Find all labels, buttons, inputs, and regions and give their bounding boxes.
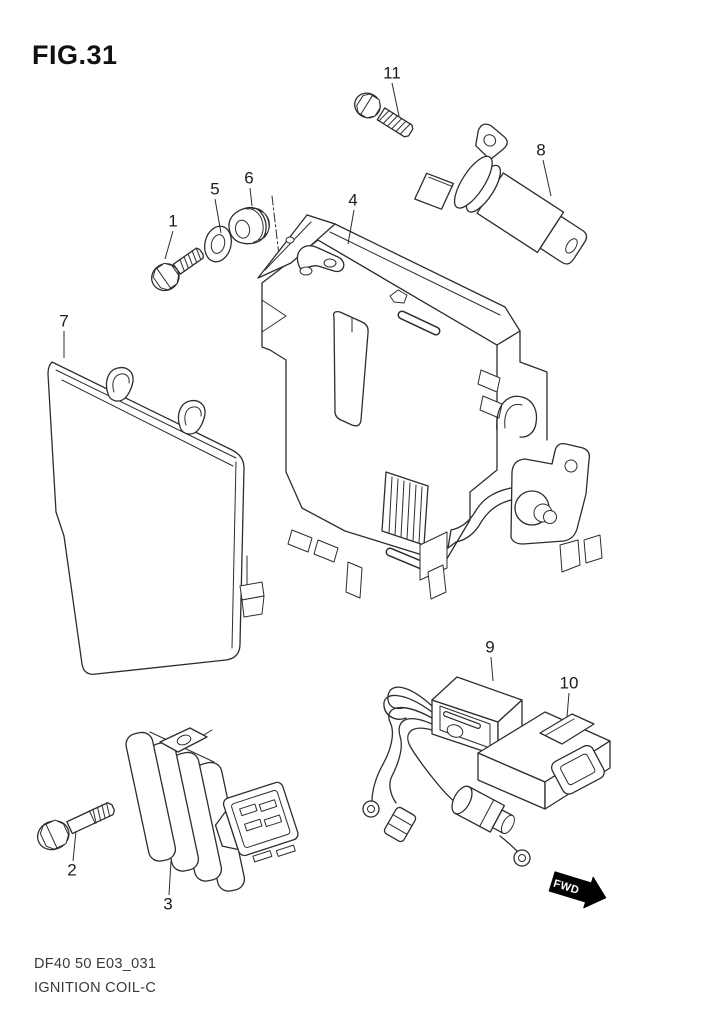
model-code: DF40 50 E03_031 bbox=[34, 956, 157, 972]
part-7-cover bbox=[47, 361, 265, 675]
leader-lines bbox=[63, 82, 570, 896]
callout-6: 6 bbox=[244, 168, 254, 188]
part-4-bracket bbox=[257, 214, 603, 600]
part-10-cap bbox=[477, 711, 611, 810]
callout-7: 7 bbox=[59, 311, 69, 331]
part-3-rectifier bbox=[125, 727, 299, 892]
callout-8: 8 bbox=[536, 140, 546, 160]
callout-3: 3 bbox=[163, 894, 173, 914]
part-6-grommet bbox=[228, 206, 270, 245]
callout-10: 10 bbox=[559, 673, 579, 693]
callout-4: 4 bbox=[348, 190, 358, 210]
figure-caption: IGNITION COIL-C bbox=[34, 980, 157, 996]
figure-title: FIG.31 bbox=[32, 40, 118, 70]
part-11-bolt bbox=[354, 92, 414, 138]
callout-5: 5 bbox=[210, 179, 220, 199]
part-1-bolt bbox=[151, 247, 204, 292]
part-5-washer bbox=[204, 225, 232, 263]
callout-9: 9 bbox=[485, 637, 495, 657]
callout-2: 2 bbox=[67, 860, 77, 880]
part-9-cdi-unit bbox=[362, 676, 531, 867]
callout-11: 11 bbox=[383, 63, 401, 83]
part-2-bolt bbox=[36, 802, 116, 851]
callout-1: 1 bbox=[168, 211, 178, 231]
part-8-ignition-coil bbox=[414, 123, 588, 265]
fwd-arrow: FWD bbox=[548, 871, 607, 909]
